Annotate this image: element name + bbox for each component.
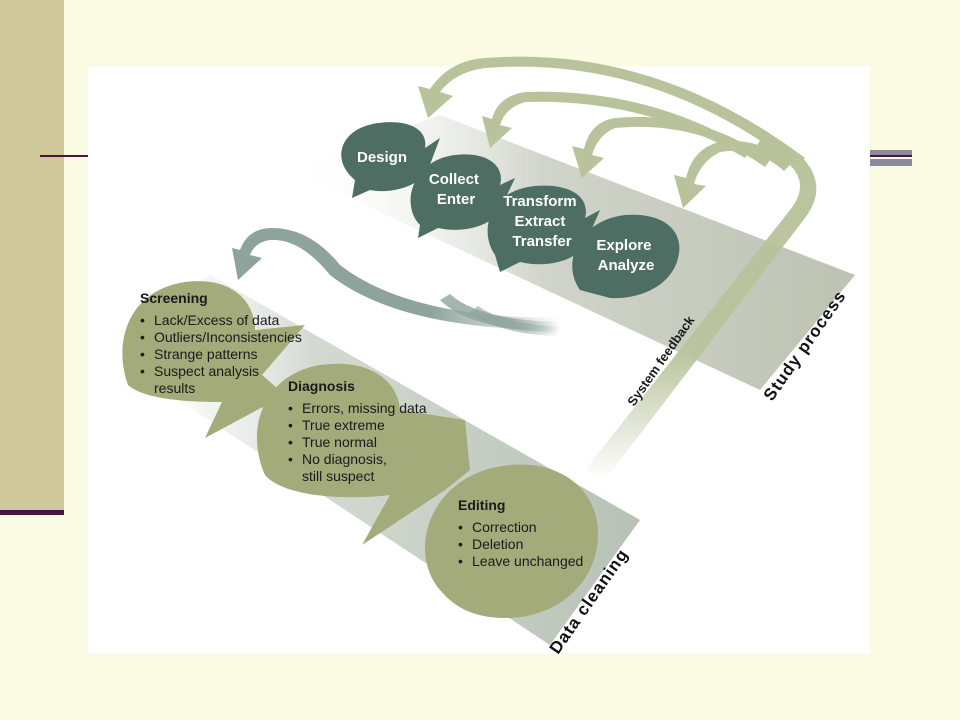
decorative-rule-left — [40, 155, 100, 157]
stage-explore-label: Explore Analyze — [596, 237, 655, 274]
stage-design-label: Design — [357, 149, 407, 166]
stage-design: Design — [341, 122, 440, 198]
diagnosis-title: Diagnosis — [288, 378, 355, 394]
decorative-rule-right — [868, 155, 912, 157]
editing-items: •Correction •Deletion •Leave unchanged — [458, 519, 583, 569]
screening-items: •Lack/Excess of data •Outliers/Inconsist… — [140, 312, 306, 396]
left-bar-rule — [0, 510, 64, 515]
stage-explore-analyze: Explore Analyze — [572, 214, 680, 299]
decorative-block-right — [868, 150, 912, 166]
system-feedback-arrow — [585, 140, 817, 480]
stage-diagnosis: Diagnosis •Errors, missing data •True ex… — [256, 363, 470, 545]
stage-collect-label: Collect Enter — [429, 171, 483, 208]
stage-screening: Screening •Lack/Excess of data •Outliers… — [122, 281, 306, 438]
stage-collect-enter: Collect Enter — [410, 154, 515, 238]
stage-transform: Transform Extract Transfer — [487, 185, 600, 272]
stage-transform-label: Transform Extract Transfer — [503, 193, 581, 250]
screening-title: Screening — [140, 290, 208, 306]
left-decorative-bar — [0, 0, 64, 510]
diagnosis-items: •Errors, missing data •True extreme •Tru… — [288, 400, 430, 484]
editing-title: Editing — [458, 497, 505, 513]
return-to-cleaning-arrow — [232, 228, 560, 336]
feedback-loops — [418, 56, 805, 208]
stage-editing: Editing •Correction •Deletion •Leave unc… — [425, 464, 599, 618]
